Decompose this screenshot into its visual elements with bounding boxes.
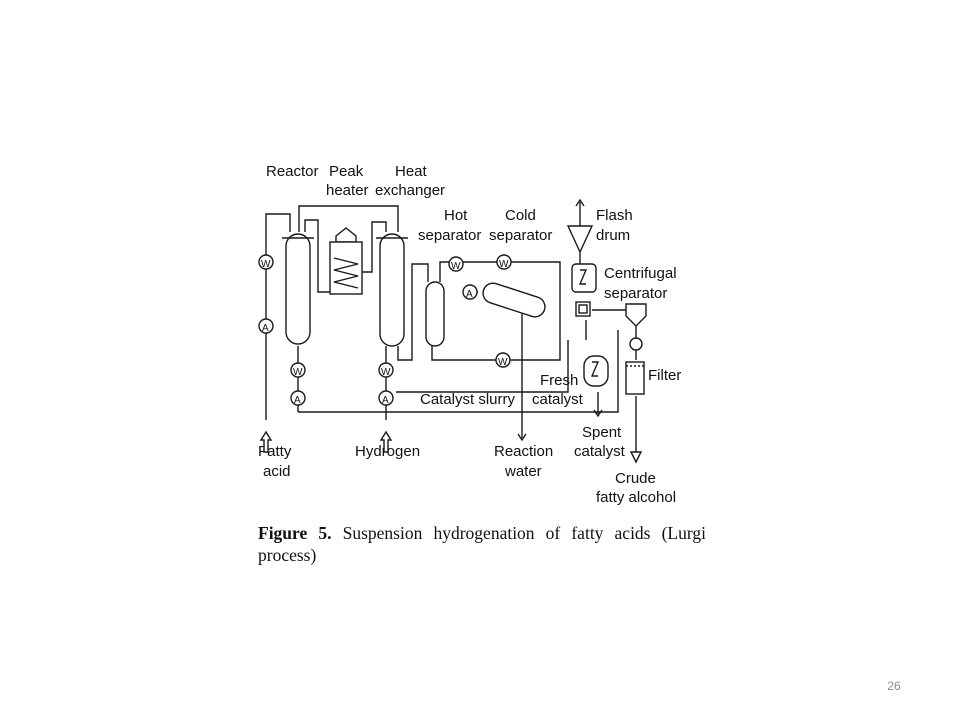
svg-text:A: A bbox=[466, 289, 473, 300]
fatty-acid-feed-line bbox=[265, 213, 291, 420]
hot-separator-overhead bbox=[439, 261, 561, 361]
diagram-labels: Reactor Peak heater Heat exchanger Hot s… bbox=[258, 163, 681, 506]
figure-caption-label: Figure 5. bbox=[258, 523, 332, 543]
pump-symbols: A A A A bbox=[258, 284, 643, 406]
filter bbox=[625, 361, 645, 395]
svg-text:W: W bbox=[498, 357, 508, 368]
product-receiver bbox=[625, 303, 647, 327]
flow-lines bbox=[265, 202, 637, 452]
label-filter: Filter bbox=[648, 367, 681, 384]
label-reaction-water-2: water bbox=[504, 463, 542, 480]
label-cold-separator-2: separator bbox=[489, 227, 552, 244]
arrow-up-icon bbox=[379, 430, 393, 453]
label-flash-drum-2: drum bbox=[596, 227, 630, 244]
arrow-down-icon bbox=[593, 409, 603, 418]
svg-text:W: W bbox=[261, 259, 271, 270]
bottom-feed-header bbox=[298, 330, 619, 413]
page-number: 26 bbox=[887, 679, 901, 693]
reactor bbox=[282, 233, 314, 345]
hot-separator bbox=[425, 281, 445, 347]
exchanger-to-hot-separator bbox=[397, 263, 429, 361]
svg-text:W: W bbox=[293, 367, 303, 378]
label-reactor: Reactor bbox=[266, 163, 319, 180]
label-spent-catalyst-2: catalyst bbox=[574, 443, 626, 460]
pump-icon: A bbox=[258, 318, 274, 334]
heat-exchanger-icon: W bbox=[496, 254, 512, 270]
svg-text:A: A bbox=[382, 395, 389, 406]
heat-exchanger-icon: W bbox=[378, 362, 394, 378]
label-fatty-acid-2: acid bbox=[263, 463, 291, 480]
heat-exchanger-icon: W bbox=[258, 254, 274, 270]
label-cold-separator-1: Cold bbox=[505, 207, 536, 224]
figure-caption: Figure 5. Suspension hydrogenation of fa… bbox=[258, 522, 706, 566]
label-heat-exchanger-1: Heat bbox=[395, 163, 428, 180]
heat-exchanger-icon: W bbox=[290, 362, 306, 378]
reactor-top-loop bbox=[298, 205, 399, 232]
label-centrifugal-1: Centrifugal bbox=[604, 265, 677, 282]
figure-caption-text: Suspension hydrogenation of fatty acids … bbox=[258, 523, 706, 565]
svg-text:A: A bbox=[262, 323, 269, 334]
pump-icon bbox=[629, 337, 643, 351]
label-fresh-catalyst-2: catalyst bbox=[532, 391, 584, 408]
label-hot-separator-2: separator bbox=[418, 227, 481, 244]
heat-exchanger-icon: W bbox=[495, 352, 511, 368]
label-crude-fatty-alcohol-1: Crude bbox=[615, 470, 656, 487]
label-crude-fatty-alcohol-2: fatty alcohol bbox=[596, 489, 676, 506]
label-centrifugal-2: separator bbox=[604, 285, 667, 302]
peak-heater-to-exchanger bbox=[358, 221, 387, 273]
label-hot-separator-1: Hot bbox=[444, 207, 468, 224]
label-fatty-acid-1: Fatty bbox=[258, 443, 292, 460]
label-catalyst-slurry: Catalyst slurry bbox=[420, 391, 516, 408]
fresh-catalyst-tank bbox=[583, 355, 609, 387]
label-peak-heater-1: Peak bbox=[329, 163, 364, 180]
pump-icon: A bbox=[378, 390, 394, 406]
heat-exchanger-vessel bbox=[376, 233, 408, 347]
pump-icon: A bbox=[462, 284, 478, 300]
centrifugal-tank bbox=[571, 263, 597, 293]
centrifugal-separator bbox=[575, 301, 591, 317]
label-flash-drum-1: Flash bbox=[596, 207, 633, 224]
flow-arrows bbox=[259, 198, 643, 464]
arrow-down-icon bbox=[517, 433, 527, 442]
cold-separator bbox=[482, 282, 546, 318]
label-reaction-water-1: Reaction bbox=[494, 443, 553, 460]
label-fresh-catalyst-1: Fresh bbox=[540, 372, 578, 389]
svg-text:W: W bbox=[451, 261, 461, 272]
peak-heater bbox=[329, 227, 363, 295]
svg-text:W: W bbox=[499, 259, 509, 270]
label-spent-catalyst-1: Spent bbox=[582, 424, 622, 441]
heat-exchanger-symbols: W W W W W W bbox=[258, 254, 512, 378]
label-heat-exchanger-2: exchanger bbox=[375, 182, 445, 199]
label-peak-heater-2: heater bbox=[326, 182, 369, 199]
arrow-down-icon bbox=[629, 451, 643, 464]
catalyst-slurry-return bbox=[396, 340, 569, 393]
arrow-up-icon bbox=[575, 198, 585, 207]
heat-exchanger-icon: W bbox=[448, 256, 464, 272]
pump-icon: A bbox=[290, 390, 306, 406]
arrow-up-icon bbox=[259, 430, 273, 453]
flash-drum bbox=[566, 225, 594, 254]
svg-text:A: A bbox=[294, 395, 301, 406]
reactor-to-peak-heater bbox=[304, 219, 330, 293]
svg-text:W: W bbox=[381, 367, 391, 378]
hot-separator-bottoms bbox=[431, 346, 496, 361]
